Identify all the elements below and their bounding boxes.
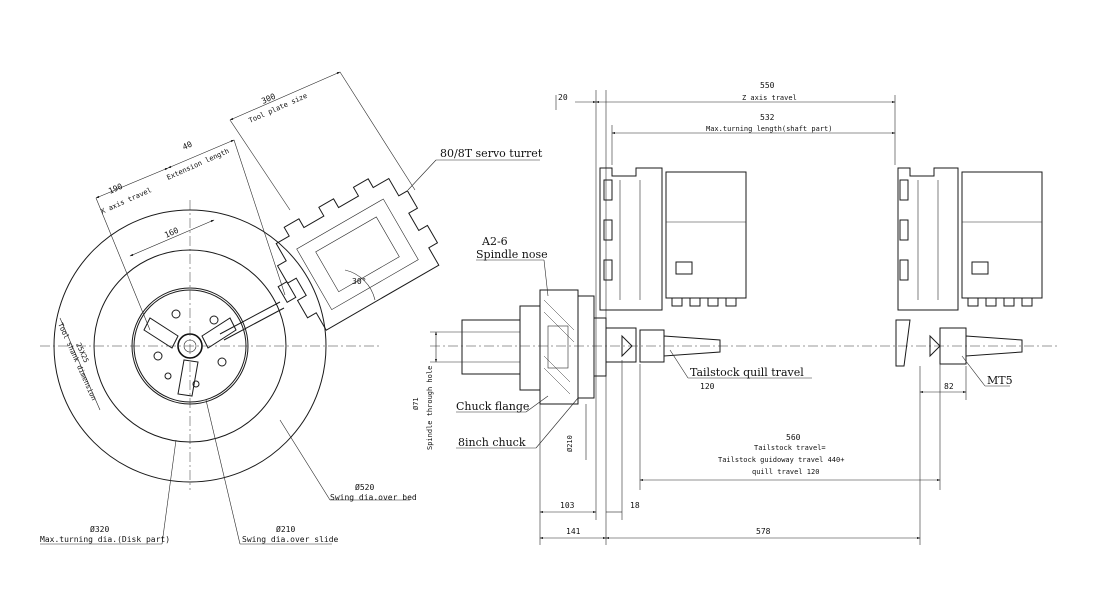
dim-141-value: 141: [566, 527, 581, 536]
tailstock-travel-line1: Tailstock travel=: [754, 444, 826, 452]
turret-left-position: [599, 167, 747, 311]
max-disk-leader: [161, 439, 177, 545]
jaw-bottom: [177, 359, 199, 397]
turret-label: 80/8T servo turret: [440, 147, 543, 160]
quill-travel-leader: [669, 349, 689, 379]
tool-block: [277, 281, 297, 303]
swing-slide-value: Ø210: [276, 524, 295, 534]
turret-right-position: [897, 167, 1043, 311]
side-view: 20 550 Z axis travel 532 Max.turning len…: [412, 81, 1060, 545]
tool-shank-edge: [223, 307, 285, 341]
dim-18-value: 18: [630, 501, 640, 510]
max-turning-length-label: Max.turning length(shaft part): [706, 125, 832, 133]
spindle-nose-leader: [543, 259, 549, 297]
chuck-8inch-leader: [535, 397, 579, 449]
angle-arc: [344, 269, 376, 301]
dim-578-value: 578: [756, 527, 771, 536]
turret-leader: [407, 159, 437, 191]
spindle-through-hole-label: Spindle through hole: [426, 366, 434, 450]
tool-shank: [219, 301, 281, 335]
tailstock-travel-line3: quill travel 120: [752, 468, 819, 476]
dim-71-value: Ø71: [412, 397, 420, 410]
chuck-flange-label: Chuck flange: [456, 400, 529, 413]
servo-turret: [275, 177, 440, 331]
dim-300-ext-right: [339, 71, 416, 191]
dim-550-value: 550: [760, 81, 775, 90]
dim-25x25-line: [59, 317, 101, 411]
z-axis-travel-label: Z axis travel: [742, 94, 797, 102]
dim-300-ext-left: [229, 119, 291, 211]
chuck-8inch-body: [577, 295, 595, 399]
front-view: 300 Tool plate size 40 Extension length …: [40, 71, 543, 545]
max-disk-label: Max.turning dia.(Disk part): [40, 535, 170, 544]
a2-6-label: A2-6: [481, 235, 508, 248]
dim-160-value: 160: [163, 226, 180, 240]
spindle-nose-label: Spindle nose: [476, 248, 548, 261]
jaw-upper-right: [201, 317, 237, 349]
dim-532-value: 532: [760, 113, 775, 122]
dim-560-value: 560: [786, 433, 801, 442]
chuck-flange-leader: [525, 395, 549, 413]
spindle-shaft: [461, 319, 521, 375]
chuck-jaw-side: [593, 317, 607, 377]
tailstock-quill-travel-label: Tailstock quill travel: [690, 366, 804, 379]
swing-bed-label: Swing dia.over bed: [330, 493, 417, 502]
tailstock-travel-line2: Tailstock guidoway travel 440+: [718, 456, 844, 464]
dim-40-ext: [233, 139, 286, 296]
angle-30-value: 30°: [352, 277, 366, 286]
tool-tip-left: [621, 334, 633, 358]
dim-40-value: 40: [181, 140, 194, 152]
tool-shank-dimension-label: Tool shank dimension: [56, 322, 98, 402]
dim-300-line: [229, 71, 341, 121]
tailstock-quill-right: [929, 327, 1023, 365]
swing-slide-label: Swing dia.over slide: [242, 535, 339, 544]
workpiece-stub: [605, 327, 637, 363]
dim-190-value: 190: [107, 182, 124, 196]
mt5-leader: [961, 355, 986, 387]
spindle-assembly: [461, 289, 637, 405]
swing-slide-leader: [205, 399, 241, 545]
tailstock-quill-left: [639, 329, 721, 363]
chuck-flange-body: [539, 289, 579, 405]
dim-40-line: [167, 139, 235, 169]
dim-103-value: 103: [560, 501, 575, 510]
jaw-upper-left: [143, 317, 179, 349]
swing-bed-value: Ø520: [355, 482, 374, 492]
dim-210-value: Ø210: [566, 435, 574, 452]
spindle-nose-body: [519, 305, 541, 391]
max-disk-value: Ø320: [90, 524, 109, 534]
dim-190-ext: [95, 197, 151, 331]
mt5-label: MT5: [987, 374, 1013, 387]
quill-travel-120-value: 120: [700, 382, 715, 391]
chuck-jaws: [143, 317, 237, 397]
dim-190-line: [95, 167, 169, 199]
chuck-bolt-holes: [153, 309, 227, 388]
extension-length-label: Extension length: [166, 147, 231, 182]
tool-holder-right: [895, 319, 911, 367]
chuck-8inch-label: 8inch chuck: [458, 436, 526, 449]
dim-20-value: 20: [558, 93, 568, 102]
dim-160-line: [129, 219, 215, 257]
dim-82-value: 82: [944, 382, 954, 391]
dim-300-value: 300: [260, 92, 277, 106]
swing-bed-leader: [279, 419, 331, 501]
